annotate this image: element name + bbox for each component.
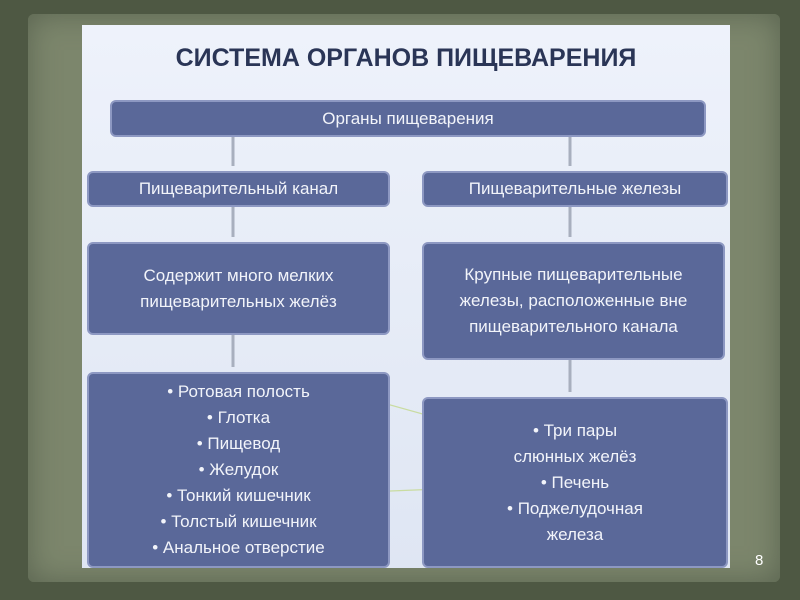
slide-title: СИСТЕМА ОРГАНОВ ПИЩЕВАРЕНИЯ xyxy=(175,44,637,72)
list-item: • Пищевод xyxy=(196,434,281,453)
box-digestive-canal: Пищеварительный канал xyxy=(87,171,390,207)
list-item: железа xyxy=(546,524,604,544)
list-item: • Печень xyxy=(540,472,610,492)
box-glands-list: • Три пары слюнных желёз • Печень • Подж… xyxy=(422,397,728,568)
page-number: 8 xyxy=(755,552,764,569)
list-item: • Ротовая полость xyxy=(167,382,310,401)
box-canal-list: • Ротовая полость • Глотка • Пищевод • Ж… xyxy=(87,372,390,568)
list-item: • Поджелудочная xyxy=(507,498,643,518)
list-item: • Три пары xyxy=(532,420,618,440)
box-digestive-organs: Органы пищеварения xyxy=(110,100,706,137)
box-glands-description: Крупные пищеварительные железы, располож… xyxy=(422,242,725,360)
box-canal-description: Содержит много мелких пищеварительных же… xyxy=(87,242,390,335)
list-item: • Желудок xyxy=(198,460,279,479)
list-item: • Тонкий кишечник xyxy=(166,486,311,505)
list-item: • Глотка xyxy=(206,408,271,427)
list-item: • Толстый кишечник xyxy=(160,512,317,531)
box-digestive-glands: Пищеварительные железы xyxy=(422,171,728,207)
list-item: слюнных желёз xyxy=(513,446,637,466)
list-item: • Анальное отверстие xyxy=(152,538,325,557)
